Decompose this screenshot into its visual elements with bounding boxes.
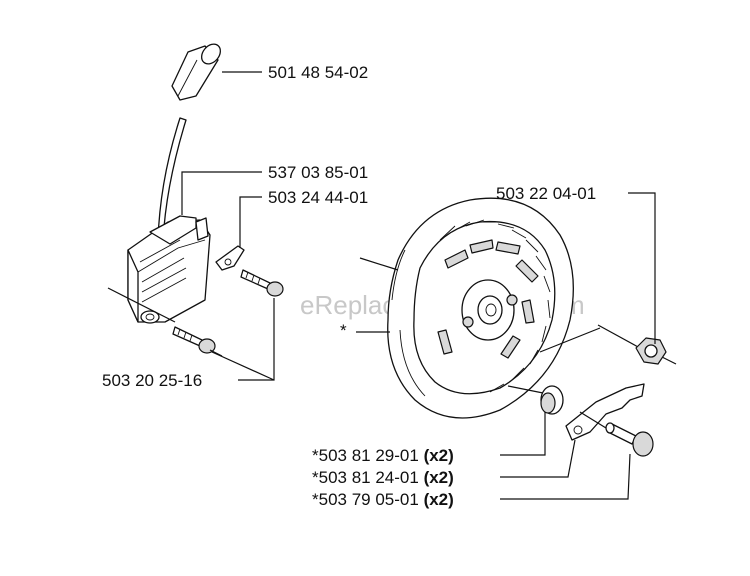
label-flywheel-nut: 503 22 04-01 [496,184,596,203]
flywheel-nut-part [635,337,667,365]
nut-axis-line [597,324,641,349]
bracket-part [215,245,245,271]
leader-flywheel-nut [628,192,656,344]
module-screw-lower-part [172,326,216,354]
flywheel-axis-right [539,327,601,353]
leader-ignition-module [181,171,262,215]
parts-list-item: *503 81 29-01 (x2) [312,446,454,465]
pawl-axis-line [579,411,607,429]
label-module-screws: 503 20 25-16 [102,371,202,390]
parts-list-item: *503 81 24-01 (x2) [312,468,454,487]
spring-washer-part [540,385,564,415]
pawl-pin-part [605,422,654,457]
leader-pawl-pin [500,453,631,500]
flywheel-part [387,197,574,419]
leader-screw-lower [211,351,275,381]
label-ignition-module: 537 03 85-01 [268,163,368,182]
parts-list-item: *503 79 05-01 (x2) [312,490,454,509]
pawl-part [565,383,645,441]
spark-plug-boot-part [171,43,222,101]
ignition-module-part [127,215,211,324]
leader-bracket [239,196,262,248]
label-bracket: 503 24 44-01 [268,188,368,207]
leader-spring [500,412,546,456]
label-spark-plug-boot: 501 48 54-02 [268,63,368,82]
spring-axis-line [507,385,549,395]
flywheel-axis-left [359,257,399,271]
leader-screw-upper [238,298,275,381]
module-axis-line [107,287,176,323]
module-screw-upper-part [240,269,284,297]
parts-list: *503 81 29-01 (x2) *503 81 24-01 (x2) *5… [312,446,454,509]
flywheel-asterisk: * [340,321,347,340]
leader-pawl [500,439,576,478]
